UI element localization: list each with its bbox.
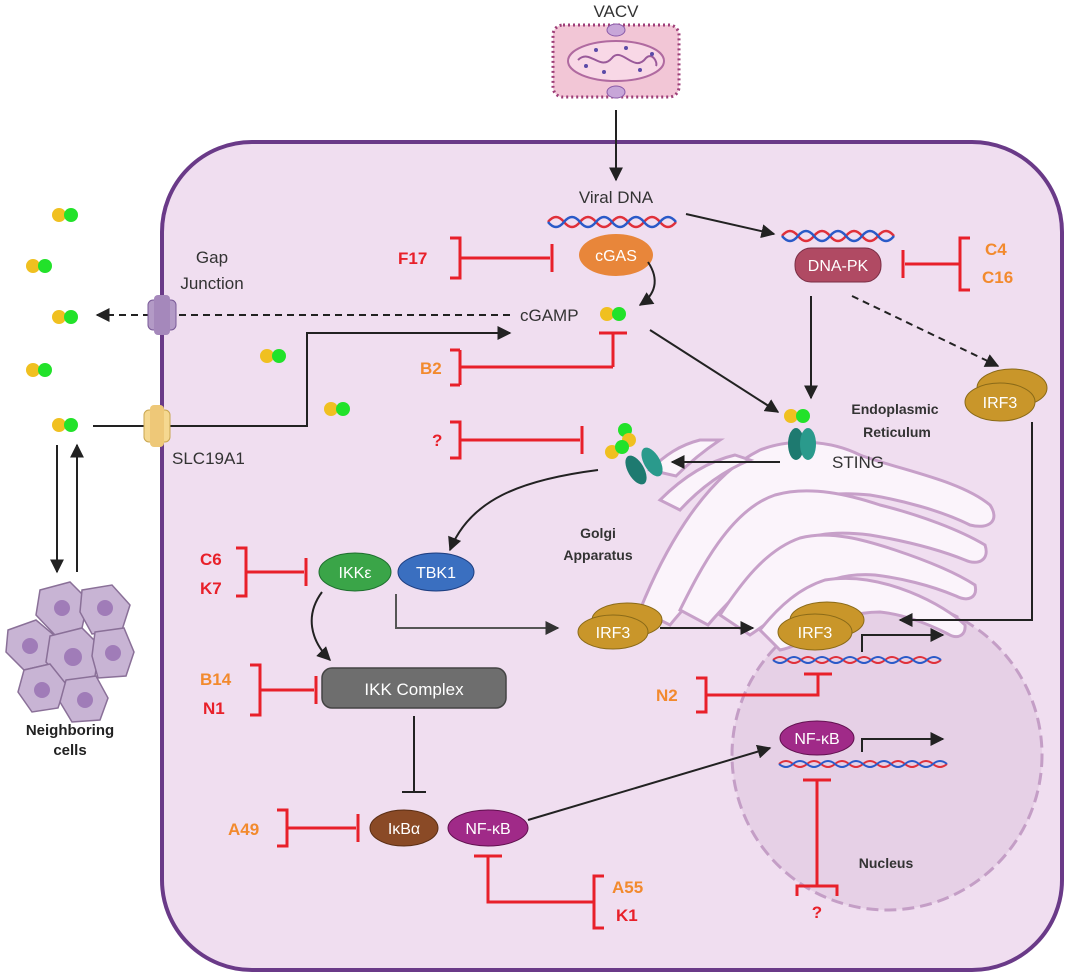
b2-label: B2 xyxy=(420,359,442,378)
b14-label: B14 xyxy=(200,670,232,689)
golgi-er-stacks xyxy=(638,438,996,652)
dna-pk-label: DNA-PK xyxy=(808,258,869,275)
er-label-line1: Endoplasmic xyxy=(851,401,938,417)
arrow-tbk1-to-irf3 xyxy=(395,594,560,635)
er-label-line2: Reticulum xyxy=(863,424,931,440)
junction-label: Junction xyxy=(180,274,243,293)
dna-pk-protein xyxy=(794,247,882,283)
c4-label: C4 xyxy=(985,240,1007,259)
a49-label: A49 xyxy=(228,820,259,839)
extracellular-cgamp xyxy=(26,208,78,432)
inhibitor-n2 xyxy=(696,672,832,714)
c16-label: C16 xyxy=(982,268,1013,287)
irf3-er-label: IRF3 xyxy=(983,395,1018,412)
cgamp-label: cGAMP xyxy=(520,306,579,325)
arrow-cgas-to-cgamp xyxy=(638,261,656,306)
sting-golgi xyxy=(605,423,663,485)
unknown-sting-label: ? xyxy=(432,431,442,450)
arrow-nfkb-to-nucleus xyxy=(527,744,772,821)
arrow-ikke-to-ikk-complex xyxy=(310,591,331,661)
nfkb-cyto-protein xyxy=(447,809,529,847)
arrow-sting-to-tbk1 xyxy=(448,469,599,552)
ikk-complex-label: IKK Complex xyxy=(364,680,464,699)
arrow-cgamp-to-sting xyxy=(649,329,780,413)
irf3-nuc-label: IRF3 xyxy=(798,625,833,642)
inhibitor-unknown-sting xyxy=(450,420,584,460)
irf3-cyto-label: IRF3 xyxy=(596,625,631,642)
irf3-transcription-arrow xyxy=(861,628,945,652)
n1-label: N1 xyxy=(203,699,225,718)
neighboring-cells-cluster xyxy=(5,581,135,723)
viral-dna-label: Viral DNA xyxy=(579,188,654,207)
ikba-label: IκBα xyxy=(388,821,420,838)
viral-dna-helix xyxy=(547,215,677,229)
dna-pk-helix xyxy=(781,229,895,243)
neighboring-nuclei xyxy=(22,600,121,708)
irf3-target-dna xyxy=(772,656,942,664)
inhibitor-a55-k1 xyxy=(474,854,604,930)
irf3-cyto-protein xyxy=(577,602,663,650)
intracellular-cgamp xyxy=(260,349,350,416)
nfkb-nuclear-protein xyxy=(779,720,855,756)
cgas-label: cGAS xyxy=(595,248,637,265)
nfkb-transcription-arrow xyxy=(861,732,945,752)
tbk1-protein xyxy=(397,552,475,592)
golgi-label-line1: Golgi xyxy=(580,525,616,541)
arrow-slc19a1-import xyxy=(93,326,512,427)
inhibitor-c6-k7 xyxy=(236,546,308,598)
f17-label: F17 xyxy=(398,249,427,268)
nfkb-target-dna xyxy=(778,760,948,768)
nfkb-cyto-label: NF-κB xyxy=(465,821,510,838)
gap-junction-channel xyxy=(147,295,177,335)
slc19a1-label: SLC19A1 xyxy=(172,449,245,468)
ikk-to-ikba-inhibition xyxy=(402,716,426,793)
a55-label: A55 xyxy=(612,878,643,897)
nfkb-nuc-label: NF-κB xyxy=(794,731,839,748)
sting-label: STING xyxy=(832,453,884,472)
ikk-complex xyxy=(321,667,507,709)
inhibitor-b14-n1 xyxy=(250,663,318,717)
neighboring-label: Neighboring xyxy=(26,722,114,739)
cgamp-molecule xyxy=(600,307,626,321)
nucleus-label: Nucleus xyxy=(859,855,914,871)
gap-label: Gap xyxy=(196,248,228,267)
sting-er xyxy=(784,409,816,460)
inhibitor-unknown-nuclear xyxy=(795,778,839,896)
unknown-nuc-label: ? xyxy=(812,903,822,922)
arrow-dnapk-to-irf3 xyxy=(851,295,1000,367)
ikba-protein xyxy=(369,809,439,847)
ikke-label: IKKε xyxy=(339,565,372,582)
inhibitor-a49 xyxy=(277,808,360,848)
cgas-protein xyxy=(579,234,653,276)
slc19a1-transporter xyxy=(143,405,171,447)
irf3-nuclear-protein xyxy=(777,601,865,651)
k7-label: K7 xyxy=(200,579,222,598)
ikke-protein xyxy=(318,552,392,592)
n2-label: N2 xyxy=(656,686,678,705)
tbk1-label: TBK1 xyxy=(416,565,456,582)
arrow-irf3-to-nucleus xyxy=(898,422,1033,627)
inhibitor-c4-c16 xyxy=(901,236,970,292)
k1-label: K1 xyxy=(616,906,638,925)
irf3-er-protein xyxy=(964,368,1048,422)
cells-label: cells xyxy=(53,742,86,759)
inhibitor-f17 xyxy=(450,236,554,280)
golgi-label-line2: Apparatus xyxy=(563,547,632,563)
vacv-virion xyxy=(551,23,681,99)
arrow-dna-to-dnapk xyxy=(685,213,776,239)
c6-label: C6 xyxy=(200,550,222,569)
inhibitor-b2 xyxy=(450,331,627,387)
vacv-label: VACV xyxy=(593,2,639,21)
